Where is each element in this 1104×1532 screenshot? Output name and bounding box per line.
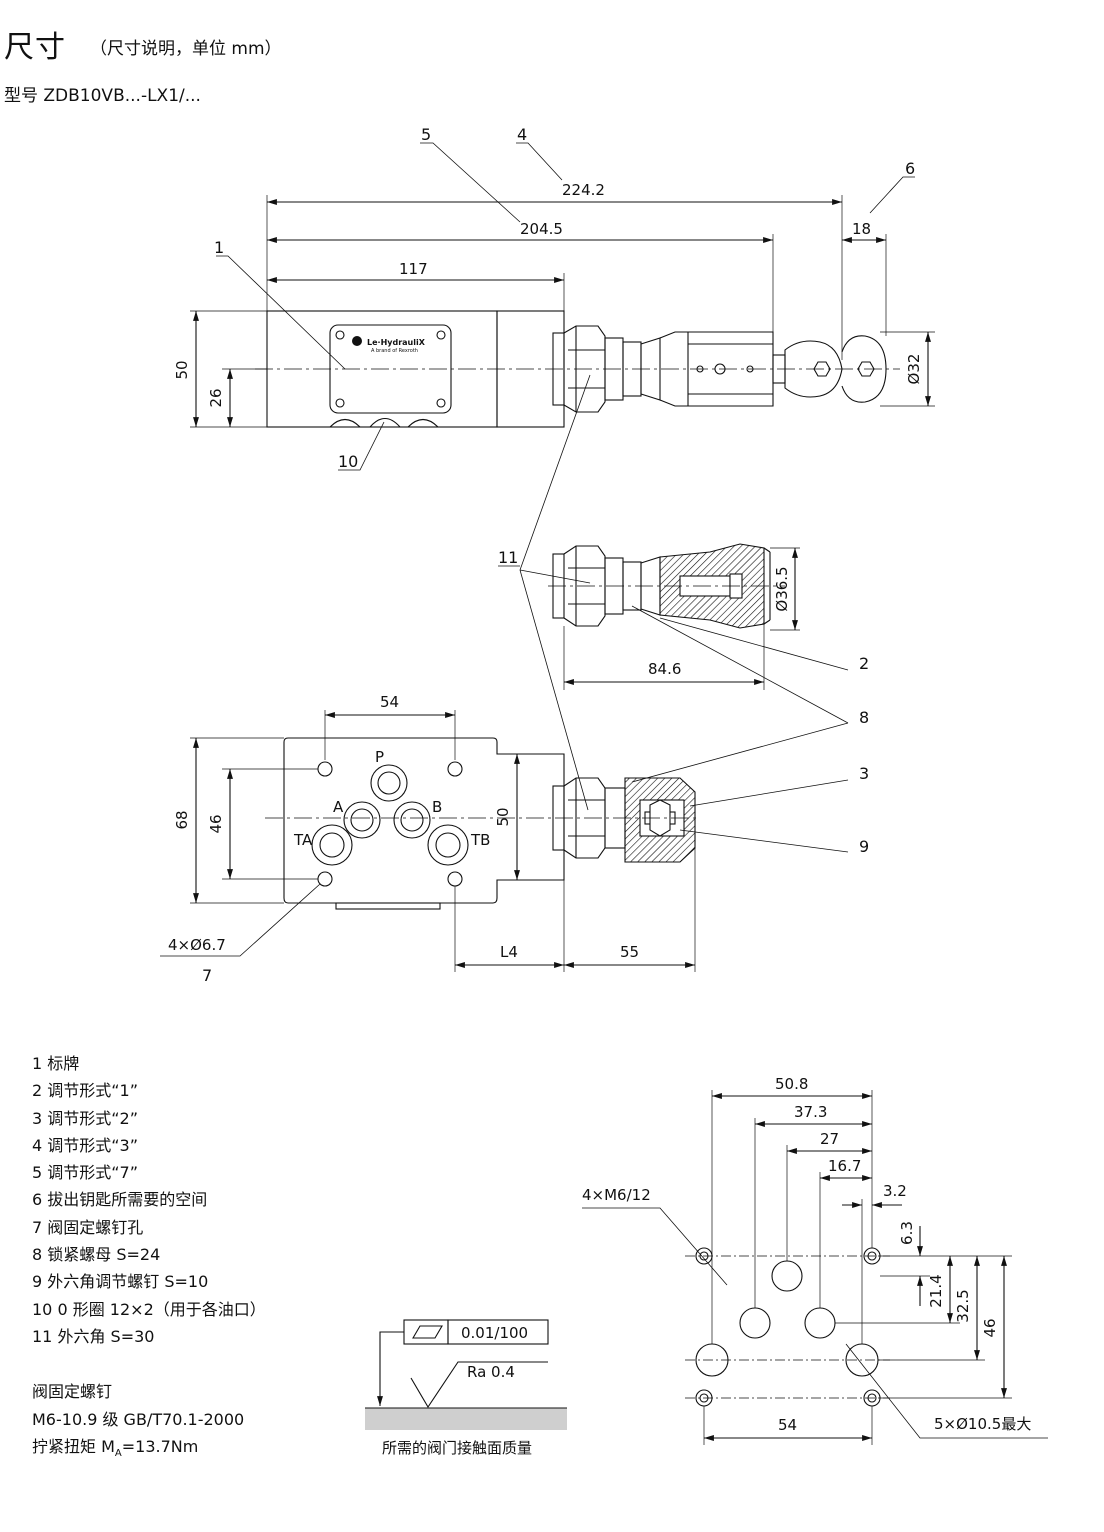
svg-text:A brand of Rexroth: A brand of Rexroth (371, 348, 418, 354)
legend-item: 9 外六角调节螺钉 S=10 (32, 1272, 209, 1292)
svg-text:4: 4 (517, 125, 527, 144)
legend-item: 8 锁紧螺母 S=24 (32, 1245, 161, 1265)
dim-32-5: 32.5 (954, 1289, 972, 1322)
dim-68: 68 (173, 810, 191, 829)
legend-item: 2 调节形式“1” (32, 1081, 139, 1101)
surface-caption: 所需的阀门接触面质量 (382, 1439, 532, 1457)
dim-16-7: 16.7 (828, 1157, 861, 1175)
surface-quality-labels: 0.01/100 Ra 0.4 所需的阀门接触面质量 (382, 1324, 532, 1457)
svg-text:TB: TB (470, 831, 490, 849)
svg-text:9: 9 (859, 837, 869, 856)
dim-3-2: 3.2 (883, 1182, 907, 1200)
dim-m6-holes: 4×M6/12 (582, 1186, 651, 1204)
dim-55: 55 (620, 943, 639, 961)
legend-item: 11 外六角 S=30 (32, 1326, 155, 1346)
svg-text:Le·HydrauliX: Le·HydrauliX (367, 338, 426, 347)
svg-text:2: 2 (859, 654, 869, 673)
svg-text:11: 11 (498, 548, 518, 567)
dim-d36-5: Ø36.5 (773, 566, 791, 611)
dim-54-pattern: 54 (778, 1416, 797, 1434)
dim-d32: Ø32 (905, 354, 923, 385)
model-number: 型号 ZDB10VB...-LX1/... (4, 86, 201, 106)
dim-84-6: 84.6 (648, 660, 681, 678)
dim-117: 117 (399, 260, 428, 278)
screw-torque: 拧紧扭矩 MA=13.7Nm (32, 1437, 199, 1460)
dim-27: 27 (820, 1130, 839, 1148)
svg-text:8: 8 (859, 708, 869, 727)
callout-numbers: 1 2 3 4 5 6 7 8 9 10 11 (202, 125, 915, 985)
screw-spec: M6-10.9 级 GB/T70.1-2000 (32, 1409, 245, 1429)
svg-text:6: 6 (905, 159, 915, 178)
side-view (266, 310, 887, 428)
surface-quality-symbol (365, 1319, 567, 1430)
page-subtitle: （尺寸说明，单位 mm） (90, 39, 282, 59)
dim-224-2: 224.2 (562, 181, 605, 199)
dimension-labels: 224.2 204.5 117 18 50 26 Ø32 Ø36.5 84.6 … (168, 181, 1031, 1434)
legend-item: 10 0 形圈 12×2（用于各油口） (32, 1299, 266, 1319)
fixing-screw-info: 阀固定螺钉 M6-10.9 级 GB/T70.1-2000 拧紧扭矩 MA=13… (32, 1378, 244, 1468)
logo: Le·HydrauliX A brand of Rexroth (352, 336, 426, 354)
svg-text:TA: TA (293, 831, 313, 849)
dim-204-5: 204.5 (520, 220, 563, 238)
front-view (283, 737, 696, 910)
svg-text:P: P (375, 748, 384, 766)
dim-L4: L4 (500, 943, 518, 961)
svg-text:10: 10 (338, 452, 358, 471)
dim-46-pattern: 46 (981, 1318, 999, 1337)
roughness-value: Ra 0.4 (467, 1363, 515, 1381)
legend-list: 1 标牌 2 调节形式“1” 3 调节形式“2” 4 调节形式“3” 5 调节形… (32, 1050, 266, 1350)
dim-port-holes: 5×Ø10.5最大 (934, 1415, 1031, 1433)
svg-text:A: A (333, 798, 344, 816)
dim-21-4: 21.4 (927, 1274, 945, 1307)
flatness-value: 0.01/100 (461, 1324, 528, 1342)
legend-item: 1 标牌 (32, 1054, 80, 1073)
page-title: 尺寸 (4, 30, 66, 65)
legend-item: 5 调节形式“7” (32, 1163, 139, 1183)
dim-46: 46 (207, 814, 225, 833)
dim-50-front: 50 (494, 807, 512, 826)
dim-54-top: 54 (380, 693, 399, 711)
legend-item: 7 阀固定螺钉孔 (32, 1217, 144, 1237)
dim-hole-4x: 4×Ø6.7 (168, 936, 226, 954)
svg-text:3: 3 (859, 764, 869, 783)
dim-37-3: 37.3 (794, 1103, 827, 1121)
dim-26: 26 (207, 388, 225, 407)
svg-text:B: B (432, 798, 442, 816)
detail-adjustment-1 (552, 543, 771, 629)
port-labels: P A B TA TB (293, 748, 490, 849)
screw-title: 阀固定螺钉 (32, 1382, 113, 1401)
dim-18: 18 (852, 220, 871, 238)
svg-text:5: 5 (421, 125, 431, 144)
legend-item: 6 拔出钥匙所需要的空间 (32, 1190, 208, 1210)
dim-6-3: 6.3 (898, 1221, 916, 1245)
svg-text:1: 1 (214, 238, 224, 257)
svg-text:7: 7 (202, 966, 212, 985)
legend-item: 3 调节形式“2” (32, 1108, 139, 1128)
legend-item: 4 调节形式“3” (32, 1135, 139, 1155)
dim-50-8: 50.8 (775, 1075, 808, 1093)
dim-50-side: 50 (173, 360, 191, 379)
